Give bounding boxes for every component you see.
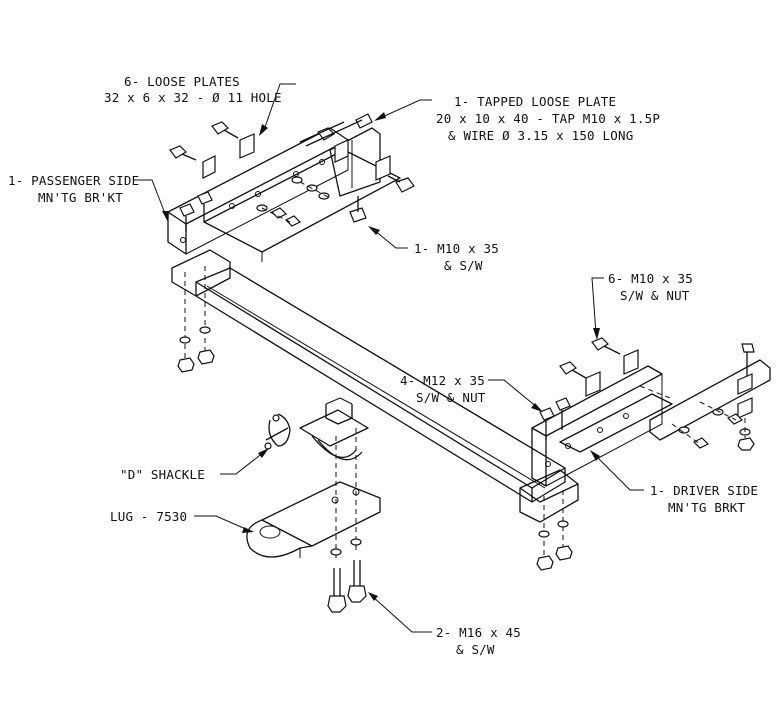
callout-labels: 6- LOOSE PLATES 32 x 6 x 32 - Ø 11 HOLE …	[8, 74, 758, 657]
leader-lines	[136, 83, 644, 633]
d-shackle	[264, 413, 291, 450]
main-cross-bar	[171, 249, 579, 523]
tapped-plate-and-wire	[305, 113, 373, 147]
loose-plates-passenger	[202, 133, 391, 181]
passenger-underside-hardware	[177, 266, 215, 373]
m10-nut-label-line1: 6- M10 x 35	[608, 271, 693, 286]
tapped-plate-label-line1: 1- TAPPED LOOSE PLATE	[454, 94, 616, 109]
lug-mounting-hardware	[327, 428, 367, 613]
m10-sw-label-line2: & S/W	[444, 258, 483, 273]
lug-label: LUG - 7530	[110, 509, 187, 524]
m16-label-line2: & S/W	[456, 642, 495, 657]
shackle-label: "D" SHACKLE	[120, 467, 205, 482]
driver-bracket-label-line1: 1- DRIVER SIDE	[650, 483, 758, 498]
passenger-bracket-label-line2: MN'TG BR'KT	[38, 190, 123, 205]
bolts-passenger	[169, 121, 415, 232]
m16-label-line1: 2- M16 x 45	[436, 625, 521, 640]
tapped-plate-label-line3: & WIRE Ø 3.15 x 150 LONG	[448, 128, 633, 143]
center-receiver-bracket	[299, 397, 369, 461]
m10-sw-label-line1: 1- M10 x 35	[414, 241, 499, 256]
loose-plates-driver	[585, 349, 753, 419]
loose-plates-label-line1: 6- LOOSE PLATES	[124, 74, 240, 89]
m12-nut-label-line1: 4- M12 x 35	[400, 373, 485, 388]
m12-nut-label-line2: S/W & NUT	[416, 390, 486, 405]
passenger-bracket-label-line1: 1- PASSENGER SIDE	[8, 173, 139, 188]
driver-bracket-label-line2: MN'TG BRKT	[668, 500, 746, 515]
driver-side-bracket	[531, 359, 771, 487]
loose-plates-label-line2: 32 x 6 x 32 - Ø 11 HOLE	[104, 90, 282, 105]
bolts-driver	[539, 337, 755, 451]
tapped-plate-label-line2: 20 x 10 x 40 - TAP M10 x 1.5P	[436, 111, 660, 126]
driver-underside-hardware	[536, 490, 573, 571]
tow-ball-lug	[246, 481, 381, 558]
passenger-side-bracket	[167, 127, 401, 262]
m10-nut-label-line2: S/W & NUT	[620, 288, 690, 303]
